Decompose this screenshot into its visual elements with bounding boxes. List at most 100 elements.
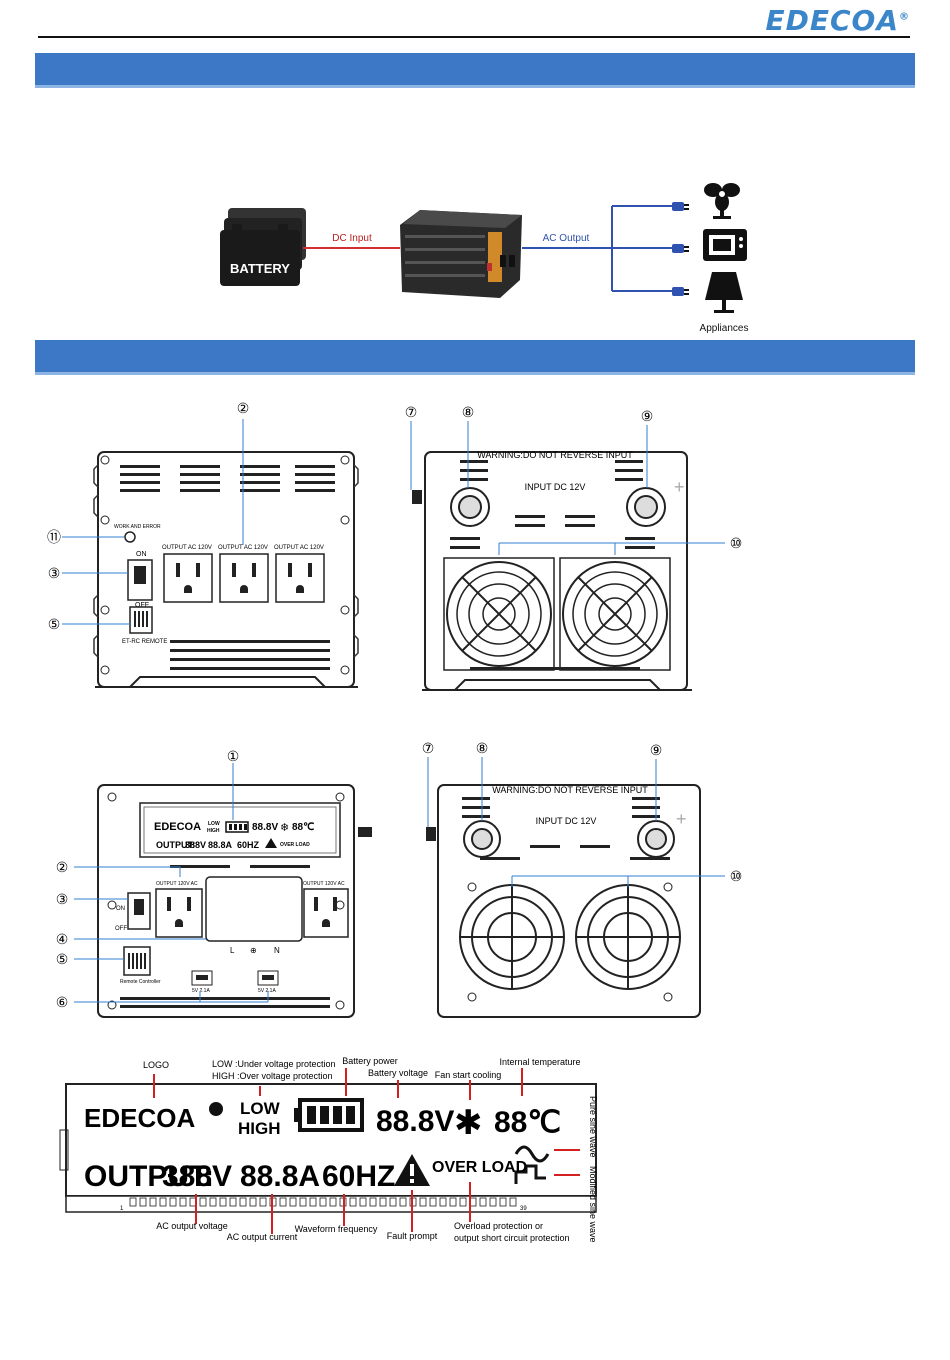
battery-icon bbox=[294, 1098, 364, 1132]
scale-tick bbox=[449, 1197, 457, 1207]
scale-tick bbox=[349, 1197, 357, 1207]
scale-tick bbox=[239, 1197, 247, 1207]
ground-terminal[interactable] bbox=[412, 490, 422, 504]
lcd-display-small: EDECOA LOW HIGH 88.8V ❄ 88℃ OUTPUT: 388V… bbox=[139, 802, 341, 858]
annotation-battery-voltage: Battery voltage bbox=[368, 1068, 428, 1078]
svg-text:+: + bbox=[674, 477, 685, 497]
lamp-icon bbox=[705, 272, 743, 313]
warning-label: WARNING:DO NOT REVERSE INPUT bbox=[477, 450, 633, 460]
input-label: INPUT DC 12V bbox=[525, 482, 586, 492]
power-switch[interactable] bbox=[127, 559, 153, 601]
fan-icon: ✱ bbox=[454, 1104, 483, 1142]
scale-tick bbox=[279, 1197, 287, 1207]
ac-outlet: OUTPUT AC 120V bbox=[274, 545, 325, 603]
on-label: ON bbox=[136, 551, 147, 558]
annotation-modified-sine: Modified sine wave bbox=[588, 1166, 598, 1243]
dc-negative-terminal[interactable] bbox=[450, 487, 490, 527]
scale-tick bbox=[249, 1197, 257, 1207]
scale-tick bbox=[219, 1197, 227, 1207]
work-error-label: WORK AND ERROR bbox=[114, 524, 161, 530]
scale-tick bbox=[169, 1197, 177, 1207]
lcd-temperature: 88℃ bbox=[494, 1106, 561, 1139]
callout-2: ② bbox=[237, 400, 250, 416]
callout-2: ② bbox=[56, 859, 69, 875]
scale-tick bbox=[399, 1197, 407, 1207]
ac-outlet bbox=[155, 888, 203, 938]
front-panel-top: WORK AND ERROR OUTPUT AC 120V OUTPUT AC … bbox=[47, 400, 359, 688]
battery-icon bbox=[225, 821, 249, 833]
scale-tick bbox=[149, 1197, 157, 1207]
callout-8: ⑧ bbox=[462, 404, 475, 420]
ground-terminal[interactable] bbox=[426, 827, 436, 841]
plug-icon bbox=[672, 202, 689, 211]
scale-tick bbox=[329, 1197, 337, 1207]
microwave-icon bbox=[703, 229, 747, 261]
terminal-label-l: L bbox=[230, 946, 235, 955]
modified-sine-icon bbox=[514, 1164, 546, 1184]
annotation-low: LOW :Under voltage protection bbox=[212, 1059, 336, 1069]
off-label: OFF bbox=[135, 602, 149, 609]
callout-1: ① bbox=[227, 748, 240, 764]
scale-tick bbox=[229, 1197, 237, 1207]
warning-label: WARNING:DO NOT REVERSE INPUT bbox=[492, 785, 648, 795]
inverter-icon bbox=[400, 210, 522, 298]
remote-port[interactable] bbox=[129, 606, 153, 634]
rear-panel-bottom: WARNING:DO NOT REVERSE INPUT INPUT DC 12… bbox=[422, 740, 742, 1018]
ac-output-label: AC Output bbox=[543, 233, 590, 244]
work-error-led bbox=[124, 531, 136, 543]
header-rule bbox=[38, 36, 910, 38]
scale-tick bbox=[129, 1197, 137, 1207]
plug-icon bbox=[672, 287, 689, 296]
scale-left: 1 bbox=[120, 1206, 124, 1212]
scale-tick bbox=[309, 1197, 317, 1207]
callout-10: ⑩ bbox=[730, 535, 743, 551]
annotation-fan: Fan start cooling bbox=[435, 1070, 502, 1080]
callout-9: ⑨ bbox=[641, 408, 654, 424]
power-switch[interactable] bbox=[127, 892, 151, 930]
scale-tick bbox=[389, 1197, 397, 1207]
scale-tick bbox=[199, 1197, 207, 1207]
lcd-current: 88.8A bbox=[240, 1160, 320, 1193]
usb-port[interactable] bbox=[257, 970, 279, 986]
lcd-frequency: 60HZ bbox=[237, 840, 260, 850]
rear-panel-top: WARNING:DO NOT REVERSE INPUT INPUT DC 12… bbox=[405, 404, 743, 691]
plug-icon bbox=[672, 244, 689, 253]
terminal-label-n: N bbox=[274, 946, 280, 955]
lcd-battery-voltage: 88.8V bbox=[252, 822, 278, 833]
scale-tick bbox=[429, 1197, 437, 1207]
lcd-low: LOW bbox=[240, 1099, 281, 1118]
callout-11: ⑪ bbox=[47, 529, 61, 545]
lcd-overload: OVER LOAD bbox=[432, 1159, 527, 1176]
lcd-logo: EDECOA bbox=[84, 1103, 195, 1133]
scale-tick bbox=[259, 1197, 267, 1207]
lcd-low: LOW bbox=[208, 821, 220, 827]
annotation-overload-2: output short circuit protection bbox=[454, 1233, 570, 1243]
annotation-battery-power: Battery power bbox=[342, 1056, 398, 1066]
lcd-temperature: 88℃ bbox=[292, 822, 314, 833]
callout-3: ③ bbox=[48, 565, 61, 581]
lcd-battery-voltage: 88.8V bbox=[376, 1105, 454, 1138]
cooling-fan bbox=[559, 557, 671, 671]
remote-label: Remote Controller bbox=[120, 979, 161, 985]
scale-tick bbox=[439, 1197, 447, 1207]
fan-icon bbox=[704, 183, 740, 219]
dc-positive-terminal[interactable] bbox=[626, 487, 666, 527]
annotation-ac-current: AC output current bbox=[227, 1232, 298, 1242]
outlet-label: OUTPUT AC 120V bbox=[274, 545, 324, 551]
lcd-output-label: OUTPUT: bbox=[84, 1160, 214, 1193]
scale-tick bbox=[379, 1197, 387, 1207]
lcd-logo: EDECOA bbox=[154, 821, 201, 833]
input-label: INPUT DC 12V bbox=[536, 816, 597, 826]
usb-port[interactable] bbox=[191, 970, 213, 986]
dc-input-label: DC Input bbox=[332, 233, 372, 244]
terminal-label-ground: ⊕ bbox=[250, 946, 257, 955]
annotation-ac-voltage: AC output voltage bbox=[156, 1221, 228, 1231]
lcd-high: HIGH bbox=[207, 828, 220, 834]
scale-tick bbox=[319, 1197, 327, 1207]
remote-label: ET-RC REMOTE bbox=[122, 639, 167, 645]
outlet-label: OUTPUT AC 120V bbox=[218, 545, 268, 551]
connection-diagram: BATTERY DC Input AC Output bbox=[220, 183, 748, 334]
lcd-detail-diagram: 1 39 EDECOA LOW HIGH 88.8V ✱ 88℃ OUTPUT:… bbox=[59, 1056, 598, 1243]
off-label: OFF bbox=[115, 926, 127, 932]
battery-icon: BATTERY bbox=[220, 208, 306, 286]
